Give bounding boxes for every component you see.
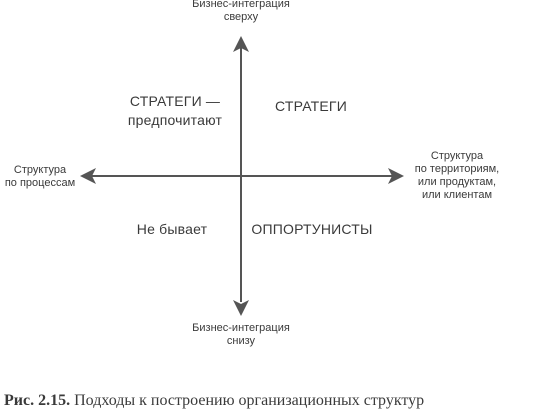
- bottom-axis-label: Бизнес-интеграция снизу: [171, 322, 311, 348]
- bottom-axis-label-line-2: снизу: [226, 335, 256, 347]
- quadrant-top-left-line-1: СТРАТЕГИ —: [129, 93, 221, 109]
- left-axis-label-line-2: по процессам: [4, 177, 76, 189]
- top-axis-label: Бизнес-интеграция сверху: [171, 0, 311, 24]
- right-axis-label-line-3: или продуктам,: [417, 176, 497, 188]
- top-axis-label-line-1: Бизнес-интеграция: [192, 0, 290, 10]
- top-axis-label-line-2: сверху: [223, 11, 259, 23]
- quadrant-top-right: СТРАТЕГИ: [256, 97, 366, 116]
- quadrant-top-left-line-2: предпочитают: [127, 112, 223, 128]
- right-axis-label: Структура по территориям, или продуктам,…: [402, 150, 512, 202]
- quadrant-bottom-left-text: Не бывает: [136, 221, 208, 237]
- quadrant-top-left: СТРАТЕГИ — предпочитают: [110, 92, 240, 130]
- left-axis-label: Структура по процессам: [0, 164, 80, 190]
- arrow-right-icon: [388, 168, 404, 184]
- quadrant-bottom-right-text: ОППОРТУНИСТЫ: [251, 221, 373, 237]
- quadrant-bottom-right: ОППОРТУНИСТЫ: [246, 220, 378, 239]
- left-axis-label-line-1: Структура: [13, 164, 67, 176]
- right-axis-label-line-1: Структура: [430, 150, 484, 162]
- quadrant-top-right-text: СТРАТЕГИ: [275, 98, 347, 114]
- quadrant-bottom-left: Не бывает: [112, 220, 232, 239]
- figure-caption-text: Подходы к построению организационных стр…: [74, 392, 425, 409]
- figure-caption: Рис. 2.15. Подходы к построению организа…: [4, 392, 424, 410]
- right-axis-label-line-4: или клиентам: [421, 189, 493, 201]
- right-axis-label-line-2: по территориям,: [414, 163, 500, 175]
- figure-number: Рис. 2.15.: [4, 392, 71, 409]
- bottom-axis-label-line-1: Бизнес-интеграция: [192, 322, 290, 334]
- arrow-left-icon: [80, 168, 96, 184]
- arrow-up-icon: [233, 36, 249, 52]
- arrow-down-icon: [233, 300, 249, 316]
